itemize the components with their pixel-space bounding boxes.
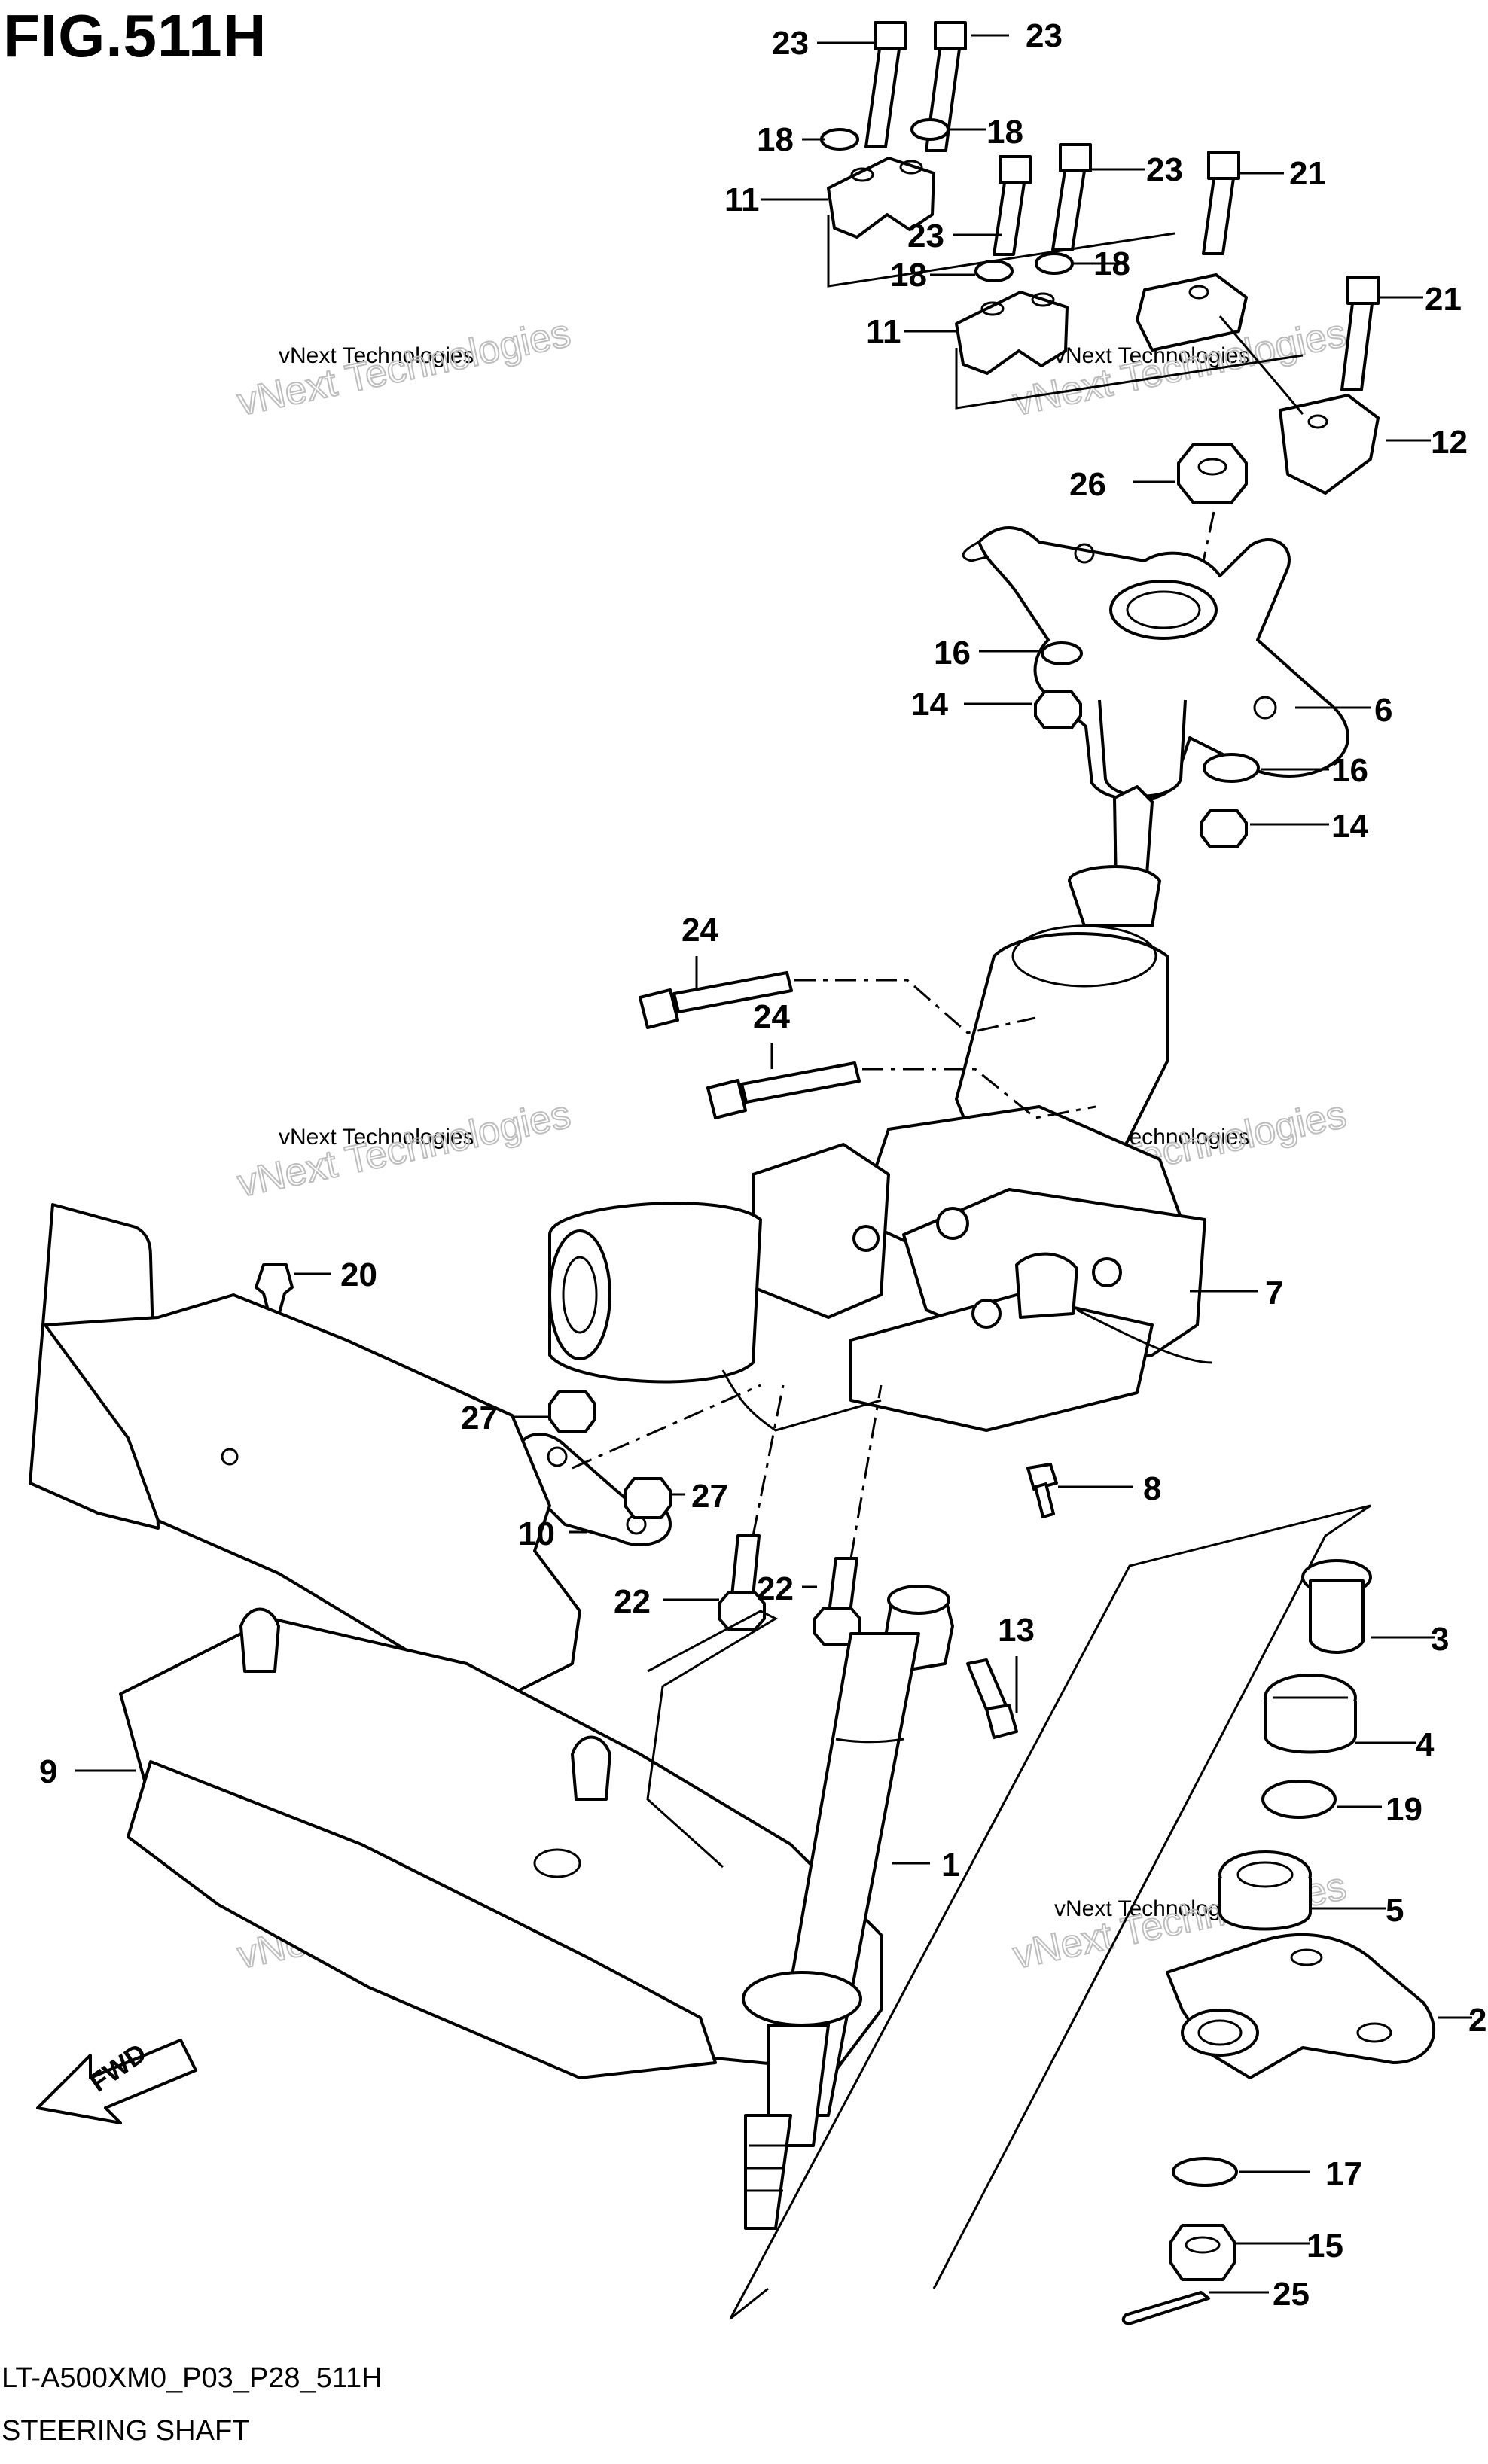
callout-8: 8 [1143,1470,1161,1507]
callout-19: 19 [1386,1791,1422,1828]
watermark-text: vNext Technologies [279,343,474,368]
callout-22: 22 [614,1583,651,1620]
seal-5[interactable] [1218,1850,1312,1931]
callout-24: 24 [753,998,790,1035]
callout-11: 11 [724,181,760,218]
clamp-11-upper[interactable] [827,157,935,239]
callout-5: 5 [1386,1892,1404,1929]
cotter-pin-25[interactable] [1121,2291,1210,2325]
callout-1: 1 [941,1847,959,1884]
bolt-22-a[interactable] [718,1534,766,1631]
washer-18-d[interactable] [1035,252,1074,275]
callout-27: 27 [691,1478,728,1515]
steering-shaft-1[interactable] [742,1585,954,2230]
leader-bracket-lower-inner [730,1504,1371,2320]
bolt-21-b[interactable] [1340,276,1380,391]
bolt-21-a[interactable] [1202,151,1240,255]
bolt-8[interactable] [1026,1463,1058,1518]
callout-10: 10 [518,1515,555,1552]
callout-18: 18 [757,121,794,158]
centerline-24-a [794,979,1036,1034]
washer-18-c[interactable] [974,260,1014,282]
callout-21: 21 [1425,281,1462,318]
washer-16-b[interactable] [1203,753,1260,783]
callout-23: 23 [1146,151,1183,188]
bolt-24-a[interactable] [639,971,793,1029]
figure-name: STEERING SHAFT [2,2415,250,2447]
washer-16-a[interactable] [1041,641,1083,665]
washer-18-b[interactable] [910,118,950,141]
clamp-11-lower[interactable] [955,291,1069,375]
plate-6[interactable] [962,526,1349,802]
callout-16: 16 [1331,752,1368,789]
callout-23: 23 [1026,17,1063,54]
nut-27-a[interactable] [548,1390,596,1433]
washer-18-a[interactable] [820,128,859,151]
callout-26: 26 [1069,466,1106,503]
callout-18: 18 [890,257,927,294]
nut-15[interactable] [1169,2224,1236,2281]
callout-16: 16 [934,635,971,672]
callout-11: 11 [866,313,901,350]
holder-12[interactable] [1136,273,1380,495]
callout-2: 2 [1468,2002,1486,2039]
fwd-arrow: FWD [36,2037,197,2124]
callout-14: 14 [1331,808,1368,845]
centerline-10 [572,1384,761,1470]
bolt-23-d[interactable] [1051,143,1092,251]
washer-17[interactable] [1172,2157,1238,2187]
arm-2[interactable] [1166,1933,1436,2079]
callout-20: 20 [340,1256,377,1293]
bolt-23-b[interactable] [925,21,967,152]
figure-title: FIG.511H [3,2,267,69]
callout-3: 3 [1431,1621,1449,1658]
callout-9: 9 [39,1753,57,1790]
leader-lines [75,34,1472,2294]
leader-bracket-11-lower [955,348,1304,410]
callout-13: 13 [998,1612,1035,1649]
callout-23: 23 [772,25,809,62]
leader-bracket-lower [729,1504,1371,2319]
o-ring-19[interactable] [1261,1780,1337,1819]
callout-18: 18 [1093,245,1130,282]
bolt-23-c[interactable] [993,155,1032,256]
centerline-22-b [849,1384,883,1559]
nut-14-a[interactable] [1034,690,1082,729]
callout-labels: 23 23 18 18 11 23 23 21 18 18 11 21 12 2… [39,17,1486,2313]
callout-4: 4 [1416,1726,1435,1763]
bushing-3[interactable] [1301,1559,1372,1654]
callout-18: 18 [986,114,1023,151]
callout-23: 23 [907,218,944,254]
centerline-24-b [862,1068,1096,1119]
callout-22: 22 [757,1570,794,1607]
bolt-22-b[interactable] [813,1557,861,1646]
callout-25: 25 [1273,2276,1310,2313]
nut-14-b[interactable] [1200,809,1248,848]
centerline-22-a [752,1384,785,1537]
seal-4[interactable] [1264,1674,1357,1754]
callout-27: 27 [461,1400,498,1436]
cover-9[interactable] [29,1203,883,2079]
bolt-24-b[interactable] [706,1061,861,1119]
nut-27-b[interactable] [624,1477,672,1519]
callout-7: 7 [1265,1275,1283,1311]
callout-14: 14 [911,686,948,723]
bolt-13[interactable] [966,1658,1018,1739]
watermark-text: vNext Technologies [1054,1896,1250,1921]
callout-17: 17 [1325,2155,1362,2192]
eps-unit-7[interactable] [548,785,1213,1432]
watermark-text: vNext Technologies [279,1125,474,1150]
callout-6: 6 [1374,692,1392,729]
callout-21: 21 [1289,155,1326,192]
nut-26[interactable] [1177,443,1248,504]
callout-12: 12 [1431,424,1468,461]
callout-24: 24 [681,912,718,949]
figure-code: LT-A500XM0_P03_P28_511H [2,2362,383,2394]
callout-15: 15 [1307,2228,1343,2265]
bolt-23-a[interactable] [864,21,907,148]
